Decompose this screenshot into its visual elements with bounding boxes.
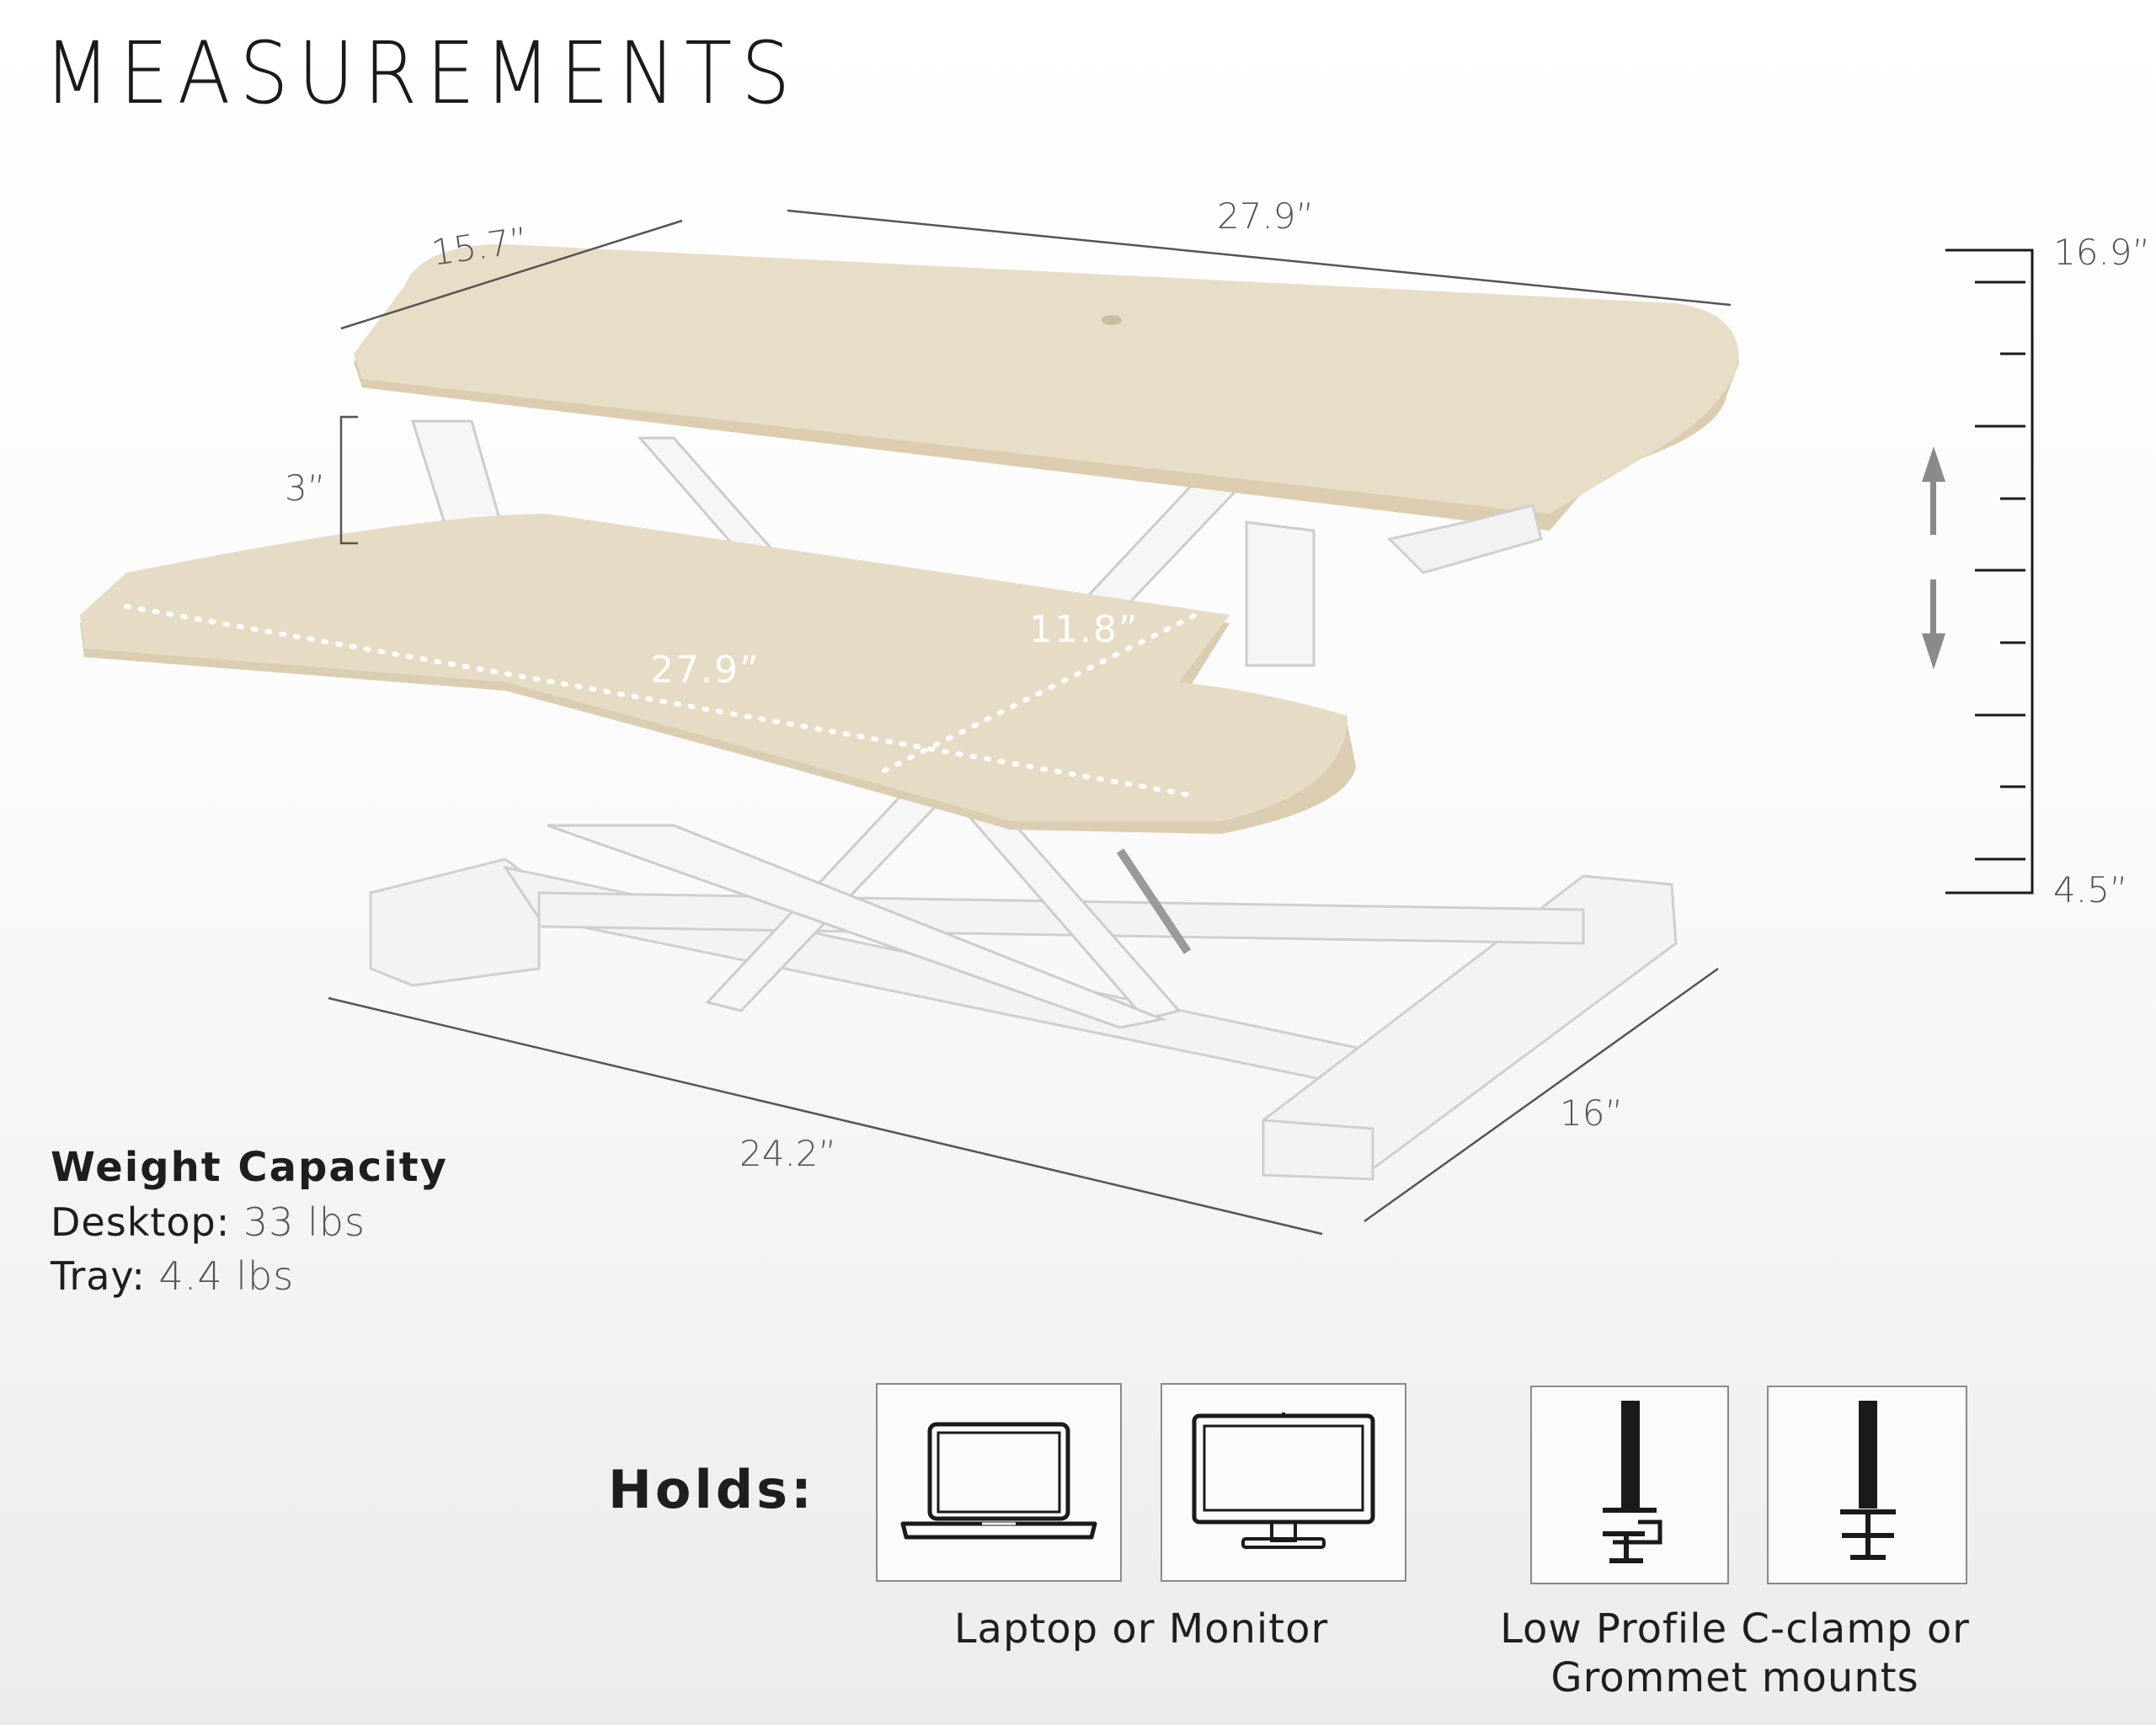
weight-desktop-value: 33 lbs <box>243 1199 366 1245</box>
keyboard-tray <box>80 514 1356 834</box>
holds-label: Holds: <box>608 1459 815 1520</box>
laptop-icon <box>900 1422 1097 1540</box>
monitor-box <box>1161 1383 1406 1582</box>
grommet-icon <box>1840 1401 1896 1560</box>
height-max-label: 16.9” <box>2053 232 2151 273</box>
mounts-caption: Low Profile C-clamp or Grommet mounts <box>1482 1605 1988 1702</box>
tray-width-label: 27.9” <box>650 649 760 692</box>
tray-gap-label: 3” <box>285 467 326 509</box>
weight-tray-value: 4.4 lbs <box>158 1253 295 1299</box>
page-title: MEASUREMENTS <box>44 24 800 124</box>
down-arrow-icon <box>1922 579 1945 670</box>
devices-caption: Laptop or Monitor <box>953 1605 1329 1653</box>
weight-desktop-row: Desktop: 33 lbs <box>51 1199 366 1245</box>
mounts-caption-line1: Low Profile C-clamp or <box>1500 1605 1970 1653</box>
laptop-box <box>876 1383 1122 1582</box>
weight-tray-label: Tray: <box>51 1253 146 1299</box>
c-clamp-icon <box>1603 1401 1662 1563</box>
desktop-width-label: 27.9” <box>1217 195 1315 237</box>
base-width-label: 24.2” <box>739 1133 837 1174</box>
desktop-surface <box>354 244 1739 574</box>
weight-capacity-title: Weight Capacity <box>51 1144 448 1191</box>
weight-tray-row: Tray: 4.4 lbs <box>51 1253 294 1299</box>
grommet-box <box>1767 1386 1967 1584</box>
height-min-label: 4.5” <box>2053 869 2128 911</box>
weight-desktop-label: Desktop: <box>51 1199 231 1245</box>
dimension-lines <box>328 209 1732 1236</box>
base-depth-label: 16” <box>1560 1092 1624 1134</box>
tray-dotted-lines <box>124 604 1198 798</box>
monitor-icon <box>1192 1413 1375 1549</box>
mounts-caption-line2: Grommet mounts <box>1550 1654 1919 1701</box>
c-clamp-box <box>1530 1386 1729 1584</box>
tray-depth-label: 11.8” <box>1029 608 1139 651</box>
base-frame <box>369 857 1678 1181</box>
height-scale <box>1945 248 2034 895</box>
gas-spring <box>1116 848 1192 954</box>
up-arrow-icon <box>1922 446 1945 535</box>
